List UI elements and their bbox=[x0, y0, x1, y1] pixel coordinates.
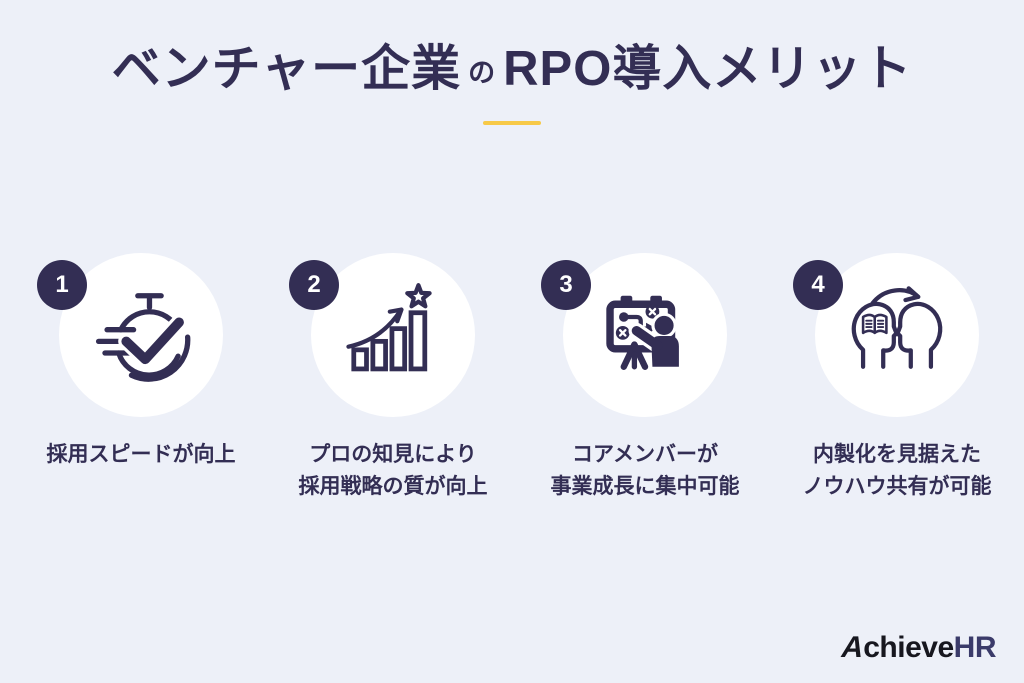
title-underline bbox=[483, 121, 541, 125]
step-2-number-badge: 2 bbox=[289, 260, 339, 310]
step-1-number: 1 bbox=[55, 271, 69, 298]
benefit-3-label-line2: 事業成長に集中可能 bbox=[550, 475, 740, 498]
benefit-3-icon-circle: 3 bbox=[541, 253, 727, 417]
strategy-board-presenter-icon bbox=[606, 295, 679, 370]
title-particle: の bbox=[468, 58, 497, 88]
benefit-4-label-line1: 内製化を見据えた bbox=[813, 443, 981, 466]
stopwatch-check-icon bbox=[95, 293, 191, 382]
step-4-number-badge: 4 bbox=[793, 260, 843, 310]
growth-chart-star-icon bbox=[346, 283, 432, 372]
benefit-3-label: コアメンバーが 事業成長に集中可能 bbox=[551, 439, 740, 503]
benefit-item-4: 4 bbox=[771, 253, 1023, 503]
logo-text-chieve: chieve bbox=[863, 631, 954, 664]
benefit-3-label-line1: コアメンバーが bbox=[572, 443, 718, 466]
benefit-1-label: 採用スピードが向上 bbox=[47, 439, 236, 471]
benefit-item-3: 3 bbox=[519, 253, 771, 503]
benefit-1-icon-circle: 1 bbox=[37, 253, 223, 417]
step-4-number: 4 bbox=[811, 271, 825, 298]
benefit-2-label: プロの知見により 採用戦略の質が向上 bbox=[299, 439, 488, 503]
benefit-2-label-line1: プロの知見により bbox=[309, 443, 477, 466]
benefit-item-2: 2 プロの知見により 採用戦略の質が向上 bbox=[267, 253, 519, 503]
step-3-number: 3 bbox=[559, 271, 573, 298]
benefit-4-icon-circle: 4 bbox=[793, 253, 979, 417]
benefit-item-1: 1 採 bbox=[15, 253, 267, 503]
step-2-number: 2 bbox=[307, 271, 321, 298]
knowledge-transfer-heads-icon bbox=[851, 286, 943, 369]
step-3-number-badge: 3 bbox=[541, 260, 591, 310]
title-sub: RPO導入メリット bbox=[503, 42, 913, 96]
logo-text-hr: HR bbox=[953, 631, 997, 664]
benefit-4-label: 内製化を見据えた ノウハウ共有が可能 bbox=[803, 439, 992, 503]
benefit-4-label-line2: ノウハウ共有が可能 bbox=[802, 475, 992, 498]
benefit-2-label-line2: 採用戦略の質が向上 bbox=[298, 475, 488, 498]
title-main: ベンチャー企業 bbox=[111, 42, 462, 96]
achievehr-logo: AchieveHR bbox=[838, 631, 997, 665]
benefit-2-icon-circle: 2 bbox=[289, 253, 475, 417]
benefit-1-label-line1: 採用スピードが向上 bbox=[46, 443, 236, 466]
step-1-number-badge: 1 bbox=[37, 260, 87, 310]
benefits-row: 1 採 bbox=[0, 253, 1024, 503]
